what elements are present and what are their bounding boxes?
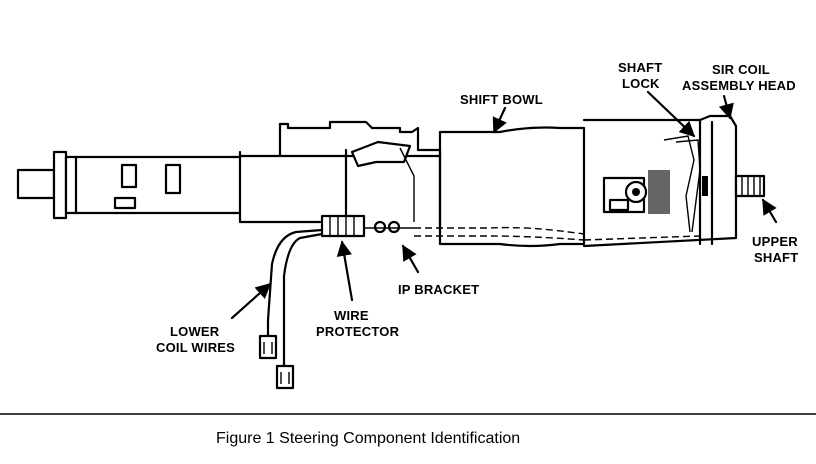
shift-bowl: [414, 126, 586, 248]
label-wire-protector-line1: WIRE: [334, 308, 369, 323]
label-wire-protector-line2: PROTECTOR: [316, 324, 400, 339]
label-sir-coil-line2: ASSEMBLY HEAD: [682, 78, 796, 93]
label-ip-bracket: IP BRACKET: [398, 282, 479, 297]
upper-housing: [278, 120, 442, 232]
lower-coil-wires: [258, 227, 414, 390]
label-lower-coil-line1: LOWER: [170, 324, 220, 339]
label-upper-shaft-line2: SHAFT: [754, 250, 798, 265]
label-shaft-lock-line1: SHAFT: [618, 60, 662, 75]
column-tube: [74, 150, 442, 224]
shaft-lock-leader: [646, 90, 696, 138]
lower-coil-leader: [230, 282, 272, 320]
wire-protector-leader: [336, 240, 354, 302]
label-sir-coil-line1: SIR COIL: [712, 62, 770, 77]
upper-head: [582, 114, 738, 248]
label-lower-coil-line2: COIL WIRES: [156, 340, 235, 355]
leader-arrows: [230, 90, 778, 320]
shift-bowl-leader: [492, 106, 507, 134]
label-shaft-lock-line2: LOCK: [622, 76, 660, 91]
figure-caption: Figure 1 Steering Component Identificati…: [216, 430, 520, 447]
label-shift-bowl: SHIFT BOWL: [460, 92, 543, 107]
lower-shaft-end: [16, 150, 78, 220]
label-upper-shaft-line1: UPPER: [752, 234, 798, 249]
sir-coil-leader: [718, 94, 734, 120]
ip-bracket-leader: [401, 244, 420, 274]
wire-protector-clip: [320, 214, 401, 238]
upper-shaft: [734, 174, 766, 198]
upper-shaft-leader: [761, 198, 778, 224]
shaft-lock-mechanism: [602, 135, 701, 233]
